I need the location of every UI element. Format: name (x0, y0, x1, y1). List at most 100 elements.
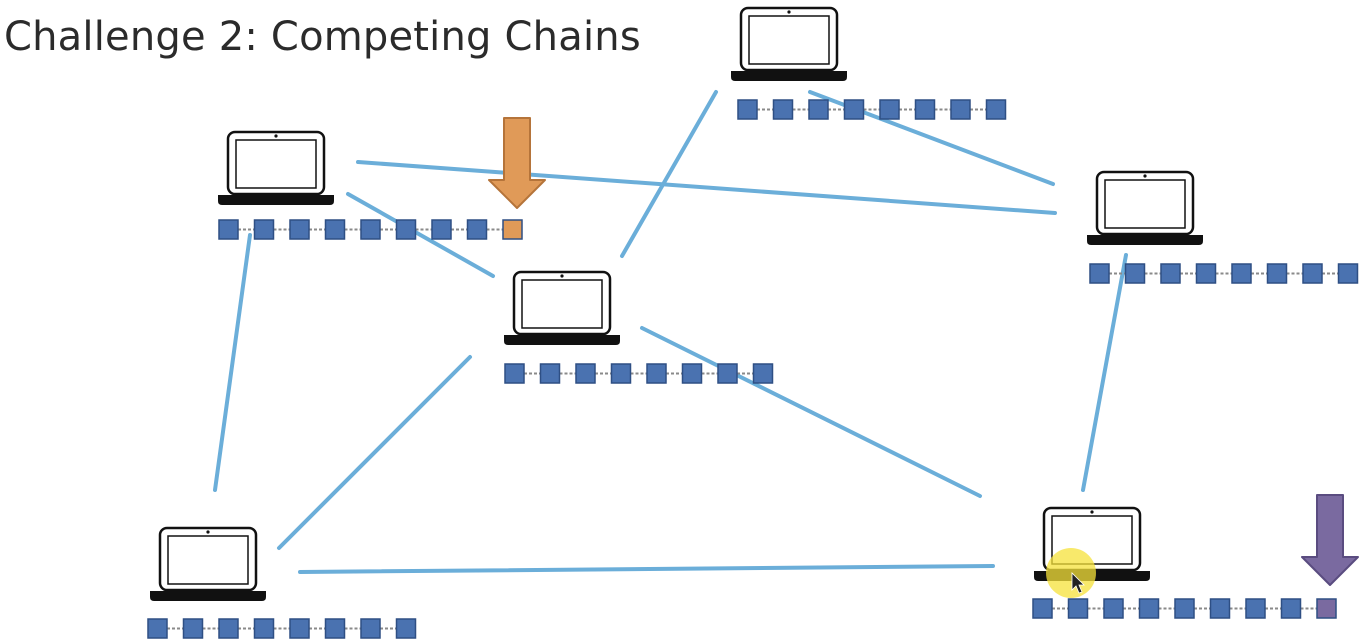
cursor-layer (1046, 548, 1096, 598)
laptop-camera (787, 10, 791, 14)
chain-block (752, 363, 774, 384)
node-upper-left (218, 130, 523, 240)
chain-block (218, 219, 239, 240)
chain-block (1302, 263, 1323, 284)
slide-title: Challenge 2: Competing Chains (4, 14, 641, 60)
chain-block (289, 219, 310, 240)
chain-block (1245, 598, 1266, 619)
chain-block (914, 99, 936, 120)
connection-upper-left-to-right (356, 160, 1057, 215)
laptop-camera (206, 530, 210, 534)
chain-block (395, 618, 417, 639)
chain-block (539, 363, 561, 384)
chain-block (575, 363, 596, 384)
laptop-base (731, 71, 847, 81)
laptop-icon (150, 526, 266, 601)
connection-bottom-left-to-bottom-right (298, 564, 995, 574)
chain-block (324, 219, 346, 240)
chain-block (1103, 598, 1124, 619)
node-right (1087, 170, 1359, 284)
chain-block (324, 618, 346, 639)
chain-block (772, 99, 794, 120)
chain-block (504, 363, 525, 384)
chain-block (950, 99, 971, 120)
chain-block (395, 219, 417, 240)
chain-block (289, 618, 310, 639)
cursor-highlight (1046, 548, 1096, 598)
laptop-screen (235, 139, 317, 189)
chain-block (218, 618, 239, 639)
chain-block (646, 363, 667, 384)
blockchain (737, 99, 1007, 120)
chain-block (1174, 598, 1195, 619)
chain-block (808, 99, 829, 120)
purple-arrow (1301, 494, 1359, 586)
new-block-arrows (488, 117, 1359, 586)
chain-block (1266, 263, 1288, 284)
node-middle (504, 270, 774, 384)
blockchain (1089, 263, 1359, 284)
laptop-base (1087, 235, 1203, 245)
laptop-screen (1104, 179, 1186, 229)
connection-right-to-bottom-right (1081, 253, 1128, 492)
network-nodes (147, 6, 1359, 639)
connection-upper-left-to-middle (346, 192, 495, 278)
chain-block (843, 99, 865, 120)
connection-upper-left-to-bottom-left (213, 233, 252, 492)
laptop-base (504, 335, 620, 345)
laptop-base (150, 591, 266, 601)
connection-middle-to-bottom-right (640, 326, 982, 498)
connection-middle-to-bottom-left (277, 355, 472, 550)
chain-block (253, 219, 275, 240)
laptop-camera (1090, 510, 1094, 514)
blockchain (504, 363, 774, 384)
laptop-camera (1143, 174, 1147, 178)
chain-block (985, 99, 1007, 120)
chain-block (1160, 263, 1181, 284)
chain-block (1124, 263, 1146, 284)
laptop-screen (167, 535, 249, 585)
chain-block (1032, 598, 1053, 619)
purple-new-block (1316, 598, 1337, 619)
chain-block (717, 363, 738, 384)
laptop-icon (218, 130, 334, 205)
chain-block (1337, 263, 1359, 284)
orange-new-block (502, 219, 523, 240)
node-bottom-left (147, 526, 417, 639)
chain-block (147, 618, 168, 639)
chain-block (610, 363, 632, 384)
node-top-center (731, 6, 1007, 120)
chain-block (737, 99, 758, 120)
laptop-icon (731, 6, 847, 81)
chain-block (182, 618, 204, 639)
chain-block (1067, 598, 1089, 619)
chain-block (1209, 598, 1231, 619)
chain-block (1231, 263, 1252, 284)
blockchain (1032, 598, 1337, 619)
chain-block (466, 219, 488, 240)
chain-block (431, 219, 452, 240)
chain-block (879, 99, 900, 120)
chain-block (253, 618, 275, 639)
laptop-icon (1087, 170, 1203, 245)
chain-block (1280, 598, 1302, 619)
blockchain (218, 219, 523, 240)
chain-block (1195, 263, 1217, 284)
chain-block (360, 219, 381, 240)
chain-block (1089, 263, 1110, 284)
chain-block (1138, 598, 1160, 619)
orange-arrow (488, 117, 546, 209)
mouse-cursor-icon (1071, 572, 1085, 594)
connection-top-center-to-middle (620, 90, 718, 258)
laptop-camera (560, 274, 564, 278)
laptop-screen (748, 15, 830, 65)
connection-lines (213, 90, 1128, 574)
laptop-base (218, 195, 334, 205)
laptop-camera (274, 134, 278, 138)
laptop-screen (521, 279, 603, 329)
laptop-icon (504, 270, 620, 345)
chain-block (681, 363, 703, 384)
blockchain (147, 618, 417, 639)
